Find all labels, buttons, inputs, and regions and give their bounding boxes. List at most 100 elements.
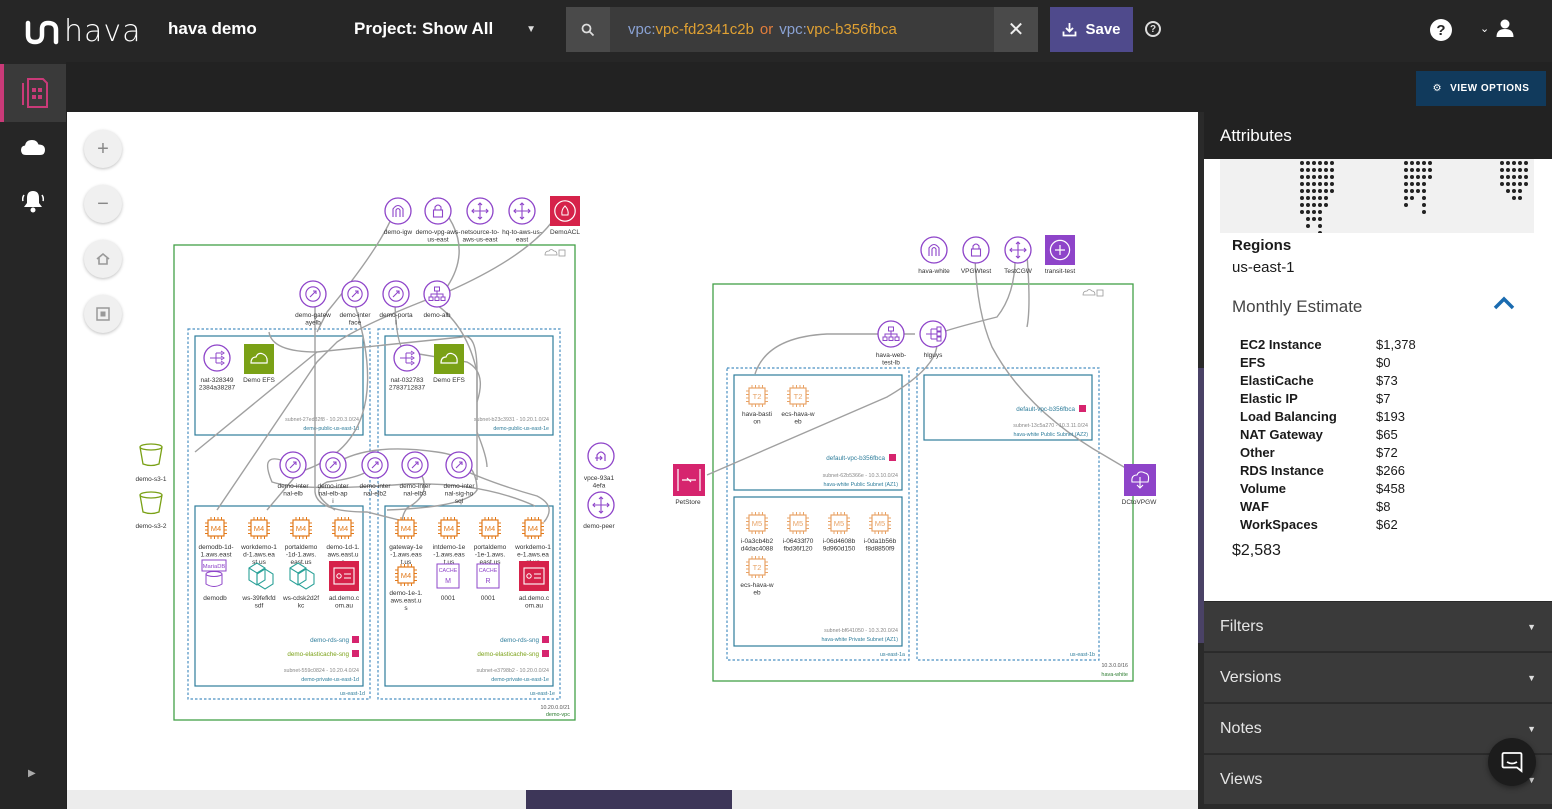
vpc-peering[interactable] xyxy=(587,491,615,519)
rail-diagrams[interactable] xyxy=(0,64,66,122)
waf-demoacl[interactable] xyxy=(550,196,580,226)
elb-1[interactable] xyxy=(341,280,369,308)
subnet-hava-white-public-az1[interactable] xyxy=(733,374,903,491)
zoom-out-button[interactable]: − xyxy=(84,185,122,223)
vpc-endpoint[interactable] xyxy=(587,442,615,470)
nat-gateway-1d[interactable] xyxy=(203,344,231,372)
transit-gateway[interactable] xyxy=(1045,235,1075,265)
ec2-instance-1e-extra[interactable]: M4 xyxy=(395,564,417,586)
chip-type: M4 xyxy=(296,524,306,533)
directory-1d[interactable] xyxy=(329,561,359,591)
nlb-hlguys[interactable] xyxy=(919,320,947,348)
ec2-private-3[interactable]: M5 xyxy=(869,512,891,534)
vpc2-gateway-0[interactable] xyxy=(920,236,948,264)
fit-view-button[interactable] xyxy=(84,240,122,278)
ad-face xyxy=(526,573,532,579)
nat-gateway-1e[interactable] xyxy=(393,344,421,372)
view-options-button[interactable]: ⚙ VIEW OPTIONS xyxy=(1416,71,1546,106)
ec2-private-0[interactable]: M5 xyxy=(746,512,768,534)
subnet-demo-public-us-east-1d[interactable] xyxy=(194,335,364,436)
elb-2[interactable] xyxy=(382,280,410,308)
subnet-demo-private-us-east-1e[interactable] xyxy=(384,505,554,687)
vpc1-gateway-0[interactable] xyxy=(384,197,412,225)
internal-elb-2[interactable] xyxy=(361,451,389,479)
ec2-instance-1e-3[interactable]: M4 xyxy=(522,517,544,539)
section-filters[interactable]: Filters▼ xyxy=(1204,601,1552,651)
subnet-demo-public-us-east-1e[interactable] xyxy=(384,335,554,436)
vpc2-gateway-2[interactable] xyxy=(1004,236,1032,264)
vpc1-gateway-3[interactable] xyxy=(508,197,536,225)
elb-0[interactable] xyxy=(299,280,327,308)
s3-bucket-1[interactable] xyxy=(139,443,163,467)
chat-widget-button[interactable] xyxy=(1488,738,1536,786)
vpc1-gateway-1[interactable] xyxy=(424,197,452,225)
chip-pins xyxy=(205,517,227,539)
ec2-private-2[interactable]: M5 xyxy=(828,512,850,534)
workspace-1d-a[interactable] xyxy=(248,562,274,590)
vertical-scrollbar[interactable] xyxy=(1198,112,1204,809)
ec2-instance-1e-0[interactable]: M4 xyxy=(395,517,417,539)
collapse-estimate-button[interactable] xyxy=(1492,293,1516,313)
section-versions[interactable]: Versions▼ xyxy=(1204,652,1552,702)
az-us-east-1d[interactable] xyxy=(187,328,371,700)
project-selector[interactable]: Project: Show All ▼ xyxy=(354,19,536,39)
workspace-1d-b[interactable] xyxy=(289,562,315,590)
s3-bucket-2[interactable] xyxy=(139,491,163,515)
ec2-instance-1e-1[interactable]: M4 xyxy=(438,517,460,539)
ec2-instance-1d-0[interactable]: M4 xyxy=(205,517,227,539)
az-us-east-1e[interactable] xyxy=(377,328,561,700)
rds-mariadb[interactable]: MariaDB xyxy=(201,559,227,587)
rail-alerts[interactable] xyxy=(0,172,66,230)
workspace-name[interactable]: hava demo xyxy=(168,19,257,38)
ec2-private-ecs[interactable]: T2 xyxy=(746,556,768,578)
vpc2-gateway-1[interactable] xyxy=(962,236,990,264)
horizontal-scroll-thumb[interactable] xyxy=(526,790,732,809)
az-us-east-1a[interactable] xyxy=(726,367,910,661)
ec2-instance-1d-3[interactable]: M4 xyxy=(332,517,354,539)
ec2-private-1[interactable]: M5 xyxy=(787,512,809,534)
directory-1e[interactable] xyxy=(519,561,549,591)
az-us-east-1b[interactable] xyxy=(916,367,1100,661)
efs-1e[interactable] xyxy=(434,344,464,374)
subnet-hava-white-public-az2[interactable] xyxy=(923,374,1093,441)
horizontal-scrollbar[interactable] xyxy=(67,790,1198,809)
ec2-instance-1d-1[interactable]: M4 xyxy=(248,517,270,539)
subnet-hava-white-private-az1[interactable] xyxy=(733,496,903,647)
expand-rail-icon[interactable]: ▶ xyxy=(28,768,36,779)
search-button[interactable] xyxy=(566,7,610,52)
monthly-estimate-title: Monthly Estimate xyxy=(1232,297,1363,316)
vpc1-gateway-2[interactable] xyxy=(466,197,494,225)
hava-logo[interactable]: hava xyxy=(24,14,142,49)
center-view-button[interactable] xyxy=(84,295,122,333)
api-gateway-petstore[interactable] xyxy=(673,464,705,496)
rail-sources[interactable] xyxy=(0,118,66,176)
efs-1d[interactable] xyxy=(244,344,274,374)
elb-3[interactable] xyxy=(423,280,451,308)
save-button[interactable]: Save xyxy=(1050,7,1133,52)
lock-icon xyxy=(558,249,566,257)
internal-elb-1[interactable] xyxy=(319,451,347,479)
ec2-instance-1e-2[interactable]: M4 xyxy=(479,517,501,539)
clear-search-button[interactable]: ✕ xyxy=(994,7,1038,52)
internal-elb-0[interactable] xyxy=(279,451,307,479)
ec2-instance-1d-2[interactable]: M4 xyxy=(290,517,312,539)
help-icon[interactable]: ? xyxy=(1430,19,1452,41)
internal-elb-4[interactable] xyxy=(445,451,473,479)
search-help-icon[interactable]: ? xyxy=(1145,21,1161,37)
subnet-demo-private-us-east-1d[interactable] xyxy=(194,505,364,687)
internal-elb-3[interactable] xyxy=(401,451,429,479)
vpc-demo-vpc[interactable] xyxy=(173,244,576,721)
zoom-in-button[interactable]: + xyxy=(84,130,122,168)
direct-connect-gateway[interactable] xyxy=(1124,464,1156,496)
search-query-input[interactable]: vpc:vpc-fd2341c2b or vpc:vpc-b356fbca xyxy=(610,7,994,52)
user-menu[interactable]: ⌄ xyxy=(1480,18,1515,38)
alb-hava-web-test[interactable] xyxy=(877,320,905,348)
ec2-ecs-web[interactable]: T2 xyxy=(787,385,809,407)
ec2-bastion[interactable]: T2 xyxy=(746,385,768,407)
vpc-hava-white[interactable] xyxy=(712,283,1134,682)
vertical-scroll-thumb[interactable] xyxy=(1198,368,1204,643)
